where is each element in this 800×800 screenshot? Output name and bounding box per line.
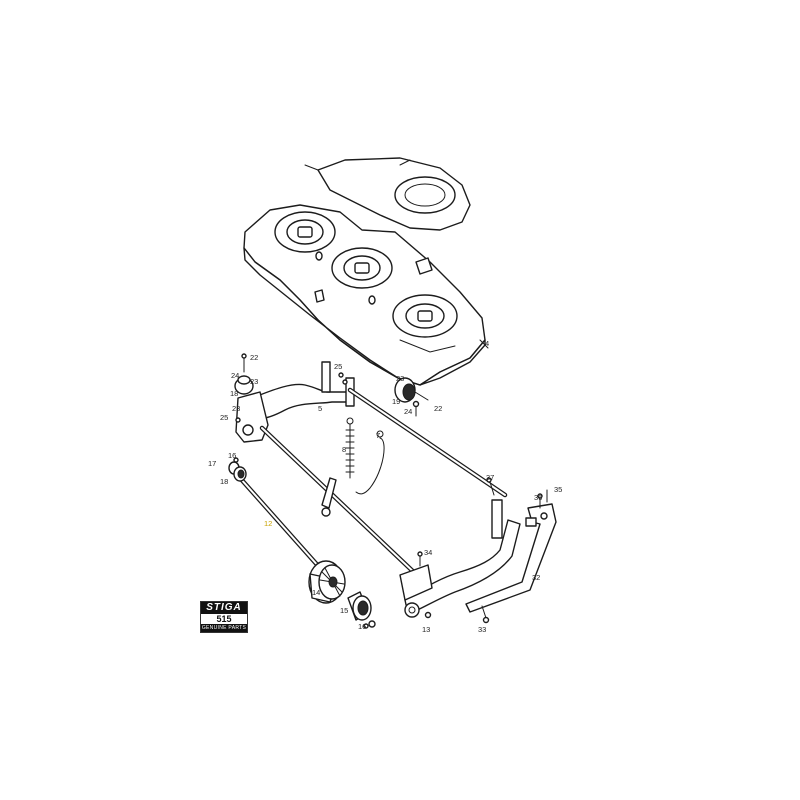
roller-18-upper	[234, 375, 254, 395]
callout-17: 17	[208, 459, 216, 468]
callout-37: 37	[486, 473, 494, 482]
callout-35: 35	[554, 485, 562, 494]
lift-frame	[235, 361, 557, 618]
callout-5: 5	[318, 404, 322, 413]
callout-33: 33	[478, 625, 486, 634]
callouts: 22 24 23 18 23 25 25 23 19 24 22 5 4 8 7…	[208, 339, 562, 634]
callout-22-top: 22	[250, 353, 258, 362]
callout-34: 34	[424, 548, 432, 557]
stiga-logo: STIGA 515 GENUINE PARTS	[200, 601, 248, 633]
callout-16-left: 16	[228, 451, 236, 460]
callout-12: 12	[264, 519, 272, 528]
roller-18-lower	[228, 461, 247, 482]
logo-brand: STIGA	[201, 602, 247, 614]
roller-15	[347, 591, 376, 628]
callout-23-right: 23	[396, 374, 404, 383]
callout-24-right: 24	[404, 407, 412, 416]
callout-13: 13	[422, 625, 430, 634]
callout-18-top: 18	[230, 389, 238, 398]
roller-19	[394, 377, 429, 403]
callout-23-top: 23	[250, 377, 258, 386]
spring-8	[345, 417, 355, 479]
callout-22-right: 22	[434, 404, 442, 413]
spring-rod	[355, 430, 385, 495]
logo-subtitle: GENUINE PARTS	[201, 624, 247, 632]
callout-8: 8	[342, 445, 346, 454]
callout-4: 4	[485, 339, 489, 348]
roller-14	[308, 560, 346, 604]
callout-15: 15	[340, 606, 348, 615]
logo-model: 515	[216, 614, 232, 624]
callout-32: 32	[532, 573, 540, 582]
callout-16-bottom: 16	[358, 622, 366, 631]
hardware	[233, 353, 548, 629]
callout-25-left: 25	[220, 413, 228, 422]
callout-18-left: 18	[220, 477, 228, 486]
callout-25-right: 25	[334, 362, 342, 371]
callout-23-mid: 23	[232, 404, 240, 413]
callout-14: 14	[312, 588, 320, 597]
mower-deck	[243, 157, 489, 386]
callout-19: 19	[392, 397, 400, 406]
callout-36: 36	[534, 493, 542, 502]
callout-7: 7	[376, 431, 380, 440]
callout-24-top: 24	[231, 371, 239, 380]
